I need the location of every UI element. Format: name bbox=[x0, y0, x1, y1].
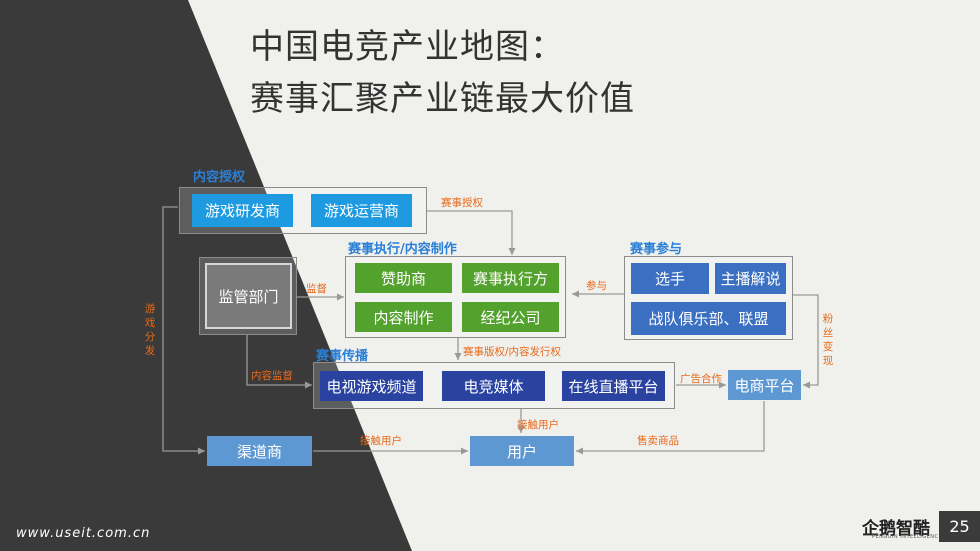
label-game-distribution: 游戏分发 bbox=[144, 303, 156, 357]
label-reach-users-dealer: 接触用户 bbox=[360, 435, 402, 447]
box-live-platform: 在线直播平台 bbox=[562, 371, 665, 401]
label-participate: 参与 bbox=[586, 280, 607, 292]
box-regulator: 监管部门 bbox=[205, 263, 292, 329]
box-streamer: 主播解说 bbox=[715, 263, 786, 294]
section-content-license: 内容授权 bbox=[193, 170, 246, 185]
label-event-license: 赛事授权 bbox=[441, 197, 483, 209]
arrow-fan-monetization bbox=[793, 294, 819, 389]
label-copyright-release: 赛事版权/内容发行权 bbox=[463, 346, 562, 358]
label-ad-cooperation: 广告合作 bbox=[680, 373, 722, 385]
section-event-exec: 赛事执行/内容制作 bbox=[348, 242, 457, 257]
label-content-supervise: 内容监督 bbox=[251, 370, 293, 382]
box-user: 用户 bbox=[470, 436, 574, 466]
page-title-line2: 赛事汇聚产业链最大价值 bbox=[250, 79, 635, 119]
box-tv-game-channel: 电视游戏频道 bbox=[320, 371, 423, 401]
box-agency: 经纪公司 bbox=[462, 302, 559, 332]
page-number: 25 bbox=[939, 511, 980, 542]
box-event-executor: 赛事执行方 bbox=[462, 263, 559, 293]
box-player: 选手 bbox=[631, 263, 709, 294]
arrow-content-supervise bbox=[246, 335, 312, 389]
box-content-production: 内容制作 bbox=[355, 302, 452, 332]
penguin-logo-subtitle: PENGUIN INTELLIGENCE bbox=[872, 534, 943, 540]
label-sell-goods: 售卖商品 bbox=[637, 435, 679, 447]
penguin-logo: 企鹅智酷 bbox=[862, 519, 930, 539]
box-game-developer: 游戏研发商 bbox=[192, 194, 293, 227]
footer-url: www.useit.com.cn bbox=[16, 526, 151, 541]
box-esports-media: 电竞媒体 bbox=[442, 371, 545, 401]
arrow-sell-goods bbox=[576, 401, 765, 455]
box-club-league: 战队俱乐部、联盟 bbox=[631, 302, 786, 335]
label-supervise: 监督 bbox=[306, 283, 327, 295]
box-game-operator: 游戏运营商 bbox=[311, 194, 412, 227]
section-event-broadcast: 赛事传播 bbox=[316, 349, 369, 364]
box-ecommerce-platform: 电商平台 bbox=[728, 370, 801, 400]
section-event-participation: 赛事参与 bbox=[630, 242, 683, 257]
arrow-game-distribution bbox=[162, 206, 205, 455]
label-reach-users-broadcast: 接触用户 bbox=[517, 419, 559, 431]
box-sponsor: 赞助商 bbox=[355, 263, 452, 293]
label-fan-monetization: 粉丝变现 bbox=[822, 313, 834, 367]
box-channel-dealer: 渠道商 bbox=[207, 436, 312, 466]
arrow-license-to-exec bbox=[427, 210, 516, 255]
page-title-line1: 中国电竞产业地图： bbox=[250, 27, 565, 67]
